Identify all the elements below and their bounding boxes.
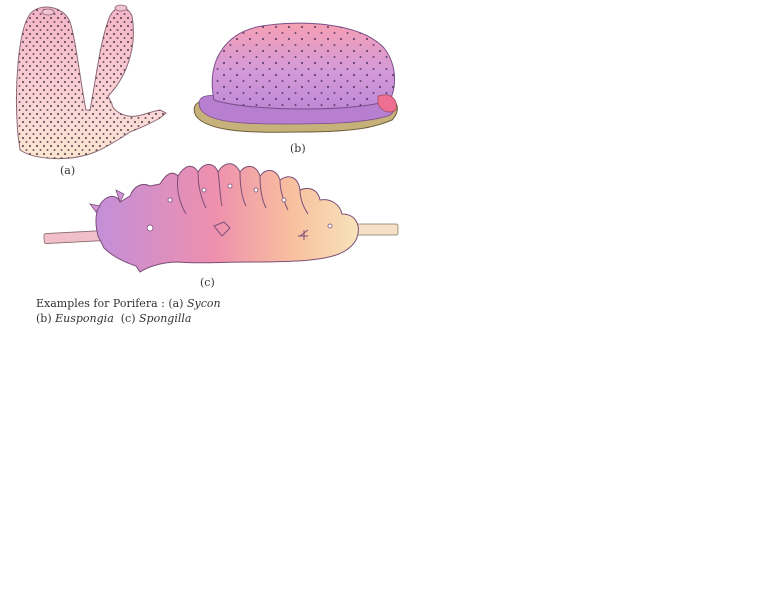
porifera-figure: (a) (b) (c) Examples for Porifera : (a) …: [0, 0, 420, 330]
caption-line-1: Examples for Porifera : (a) Sycon: [36, 296, 221, 311]
caption-prefix: Examples for Porifera : (a): [36, 297, 187, 310]
porifera-illustration: [16, 4, 399, 273]
euspongia-specimen: [193, 22, 398, 133]
sycon-specimen: [16, 4, 167, 160]
spongilla-specimen: [43, 163, 399, 273]
caption-c-label: (c): [113, 312, 139, 325]
caption-b-label: (b): [36, 312, 56, 325]
label-b: (b): [290, 142, 306, 155]
caption-spongilla: Spongilla: [139, 312, 192, 325]
label-a: (a): [60, 164, 76, 177]
figure-caption: Examples for Porifera : (a) Sycon (b) Eu…: [36, 296, 221, 326]
caption-euspongia: Euspongia: [55, 312, 114, 325]
label-c: (c): [200, 276, 215, 289]
caption-sycon: Sycon: [186, 297, 221, 310]
caption-line-2: (b) Euspongia (c) Spongilla: [36, 311, 221, 326]
